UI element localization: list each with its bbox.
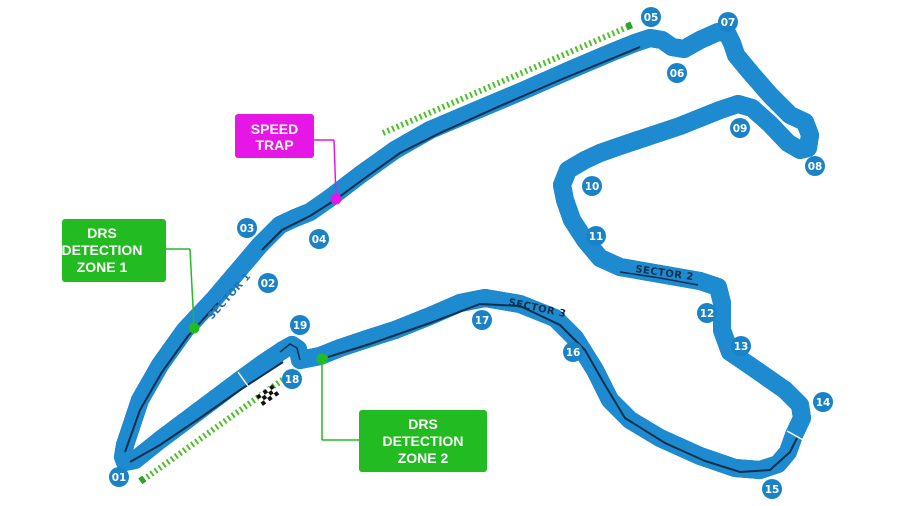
turn-badge-16: 16 [563,342,583,362]
svg-text:14: 14 [816,397,831,409]
drs2-label-line2: DETECTION [383,433,464,449]
drs1-box [62,219,166,282]
drs2-box [359,410,487,472]
turn-badge-09: 09 [730,118,750,138]
racing-line-kemmel [261,46,641,251]
drs-zone-strip-2-end [138,475,147,485]
turn-badge-05: 05 [641,7,661,27]
turn-badge-11: 11 [586,226,606,246]
turn-badge-08: 08 [805,156,825,176]
drs1-connector-v [189,248,195,327]
svg-text:10: 10 [585,181,600,193]
checkered-flag-icon [256,384,280,406]
drs1-label-line3: ZONE 1 [77,259,128,275]
svg-text:17: 17 [475,315,490,327]
speed-trap-label-line1: SPEED [251,121,298,137]
speed-trap-box [235,114,314,158]
turn-badge-07: 07 [718,12,738,32]
svg-text:06: 06 [670,68,685,80]
turn-badge-10: 10 [582,176,602,196]
sector-marker-start [237,371,249,387]
turn-badge-03: 03 [237,218,257,238]
svg-text:18: 18 [285,374,300,386]
svg-text:02: 02 [261,278,276,290]
svg-text:09: 09 [733,123,748,135]
drs-zone-strip-1 [381,23,632,136]
turn-badge-13: 13 [731,336,751,356]
svg-text:12: 12 [700,308,715,320]
svg-text:15: 15 [765,484,780,496]
turn-badge-12: 12 [697,303,717,323]
racing-line-sector2 [619,271,699,286]
racing-line-bus-stop [279,343,301,361]
drs2-label-line1: DRS [408,416,438,432]
svg-text:11: 11 [589,231,604,243]
svg-text:13: 13 [734,341,749,353]
turn-badge-17: 17 [472,310,492,330]
turn-badge-14: 14 [813,392,833,412]
svg-text:07: 07 [721,17,736,29]
speed-trap-label-line2: TRAP [255,137,293,153]
drs1-label-line2: DETECTION [62,242,143,258]
speed-trap-connector-vert [333,139,337,199]
svg-text:01: 01 [112,472,127,484]
drs1-point [188,322,200,334]
turn-badge-06: 06 [667,63,687,83]
svg-text:08: 08 [808,161,823,173]
svg-text:03: 03 [240,223,255,235]
turn-badge-01: 01 [109,467,129,487]
turn-badge-19: 19 [290,315,310,335]
speed-trap-point [330,193,342,205]
svg-text:04: 04 [312,234,327,246]
drs1-label-line1: DRS [87,225,117,241]
svg-text:16: 16 [566,347,581,359]
turn-badge-15: 15 [762,479,782,499]
drs-zone-strip-1-end [625,21,634,30]
drs2-label-line3: ZONE 2 [398,450,449,466]
turn-badge-18: 18 [282,369,302,389]
racing-line-main-straight [129,361,284,463]
drs2-point [316,353,328,365]
sector-marker-s3-end [786,430,806,442]
svg-text:05: 05 [644,12,659,24]
racing-line-sector3 [327,302,798,474]
svg-text:19: 19 [293,320,308,332]
turn-badge-04: 04 [309,229,329,249]
drs-zone-strip-2 [141,367,298,483]
turn-badge-02: 02 [258,273,278,293]
